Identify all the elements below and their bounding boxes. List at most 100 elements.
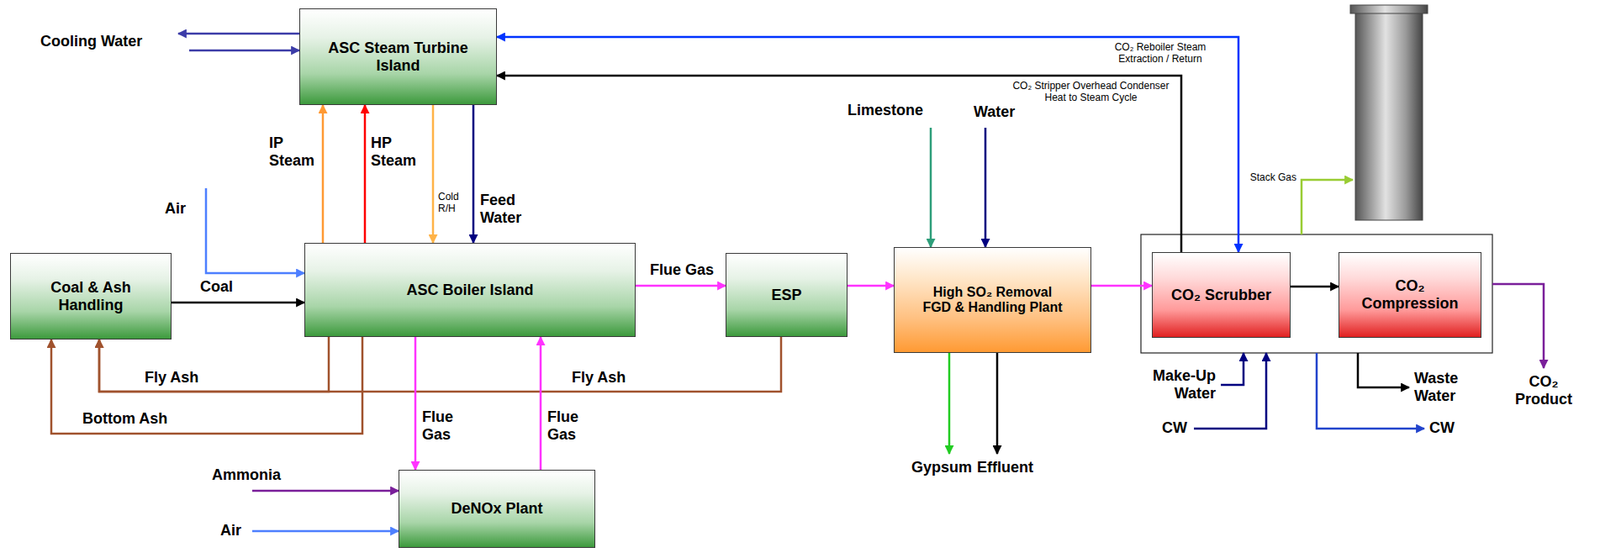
edge-label: CO₂ Reboiler Steam Extraction / Return	[1093, 42, 1228, 66]
flow-arrow	[322, 105, 325, 243]
cooling-water-out	[178, 32, 300, 36]
edge-label: Cold R/H	[438, 191, 469, 216]
label-slot: Ammonia	[211, 466, 296, 485]
label-slot: Limestone	[847, 101, 932, 120]
box-title: CO₂ Compression	[1351, 277, 1469, 312]
flow-arrow	[99, 337, 329, 392]
edge-label: IP Steam	[269, 134, 322, 169]
air-line	[205, 188, 305, 274]
box-title: CO₂ Scrubber	[1171, 286, 1272, 305]
stream-label: Waste Water	[1414, 369, 1474, 405]
co2-product-line	[1492, 284, 1544, 369]
box-title: ASC Steam Turbine Island	[318, 39, 479, 74]
stream-label: CW	[1153, 419, 1188, 438]
cooling-water-in	[189, 49, 300, 53]
flow-arrow	[539, 337, 543, 470]
label-slot: Bottom Ash	[82, 410, 184, 428]
stream-label: Cooling Water	[40, 32, 159, 51]
label-slot: Water	[973, 103, 1033, 122]
label-slot: HP Steam	[370, 134, 423, 169]
stream-label: Gypsum	[889, 459, 972, 477]
box-title: ESP	[770, 286, 802, 305]
flow-arrow	[414, 337, 418, 470]
waste-water-line	[1357, 353, 1410, 388]
edge-label: Fly Ash	[571, 369, 639, 387]
label-slot: Feed Water	[480, 191, 533, 227]
label-slot: Coal	[200, 278, 243, 296]
capture-unit-outline	[1140, 234, 1493, 354]
make-up-water-line	[1220, 353, 1244, 386]
process-box: CO₂ Scrubber	[1151, 252, 1291, 338]
label-slot: Stack Gas	[1232, 172, 1297, 185]
process-box: ESP	[725, 253, 848, 338]
label-slot: Air	[164, 200, 199, 218]
flow-arrow	[432, 105, 435, 243]
label-slot: Air	[220, 522, 249, 540]
stream-label: Make-Up Water	[1136, 367, 1216, 402]
edge-label: HP Steam	[370, 134, 423, 169]
edge-label: Flue Gas	[547, 408, 588, 444]
label-slot: IP Steam	[269, 134, 322, 169]
stack-chimney	[1355, 11, 1423, 221]
label-slot: CW	[1153, 419, 1188, 438]
flow-arrow	[847, 285, 894, 288]
label-slot: CO₂ Product	[1506, 373, 1581, 408]
effluent-line	[996, 353, 999, 455]
ammonia-line	[252, 490, 399, 493]
edge-label: Fly Ash	[144, 369, 212, 387]
stream-label: Air	[164, 200, 199, 218]
edge-label: Flue Gas	[644, 261, 720, 280]
label-slot: Flue Gas	[644, 261, 720, 280]
label-slot: CO₂ Reboiler Steam Extraction / Return	[1093, 42, 1228, 66]
flow-arrow	[51, 337, 363, 434]
stream-label: Ammonia	[211, 466, 296, 485]
stream-label: Stack Gas	[1232, 172, 1297, 185]
label-slot: Cold R/H	[438, 191, 469, 216]
gypsum-line	[948, 353, 951, 455]
stream-label: Limestone	[847, 101, 932, 120]
flow-arrow	[635, 285, 726, 288]
label-slot: Fly Ash	[571, 369, 639, 387]
flow-arrow	[1091, 285, 1152, 288]
stream-label: CO₂ Product	[1506, 373, 1581, 408]
edge-label: Feed Water	[480, 191, 533, 227]
air-line	[252, 530, 399, 534]
edge-label: Coal	[200, 278, 243, 296]
flow-arrow	[171, 301, 305, 305]
flow-arrow	[99, 337, 782, 392]
cw-out-line	[1316, 353, 1425, 429]
water-line	[984, 127, 988, 248]
label-slot: CW	[1429, 419, 1463, 438]
stream-label: CW	[1429, 419, 1463, 438]
edge-label: CO₂ Stripper Overhead Condenser Heat to …	[1004, 80, 1178, 105]
flow-arrow	[496, 75, 1182, 253]
process-box: ASC Boiler Island	[304, 242, 636, 338]
edge-label: Bottom Ash	[82, 410, 184, 428]
box-title: Coal & Ash Handling	[36, 279, 146, 314]
flow-arrow	[364, 105, 367, 243]
label-slot: Waste Water	[1414, 369, 1474, 405]
flow-arrow	[496, 36, 1239, 253]
flow-arrow	[472, 105, 476, 243]
label-slot: Effluent	[976, 459, 1053, 477]
connector-layer	[51, 36, 1339, 470]
label-slot: Fly Ash	[144, 369, 212, 387]
stack-gas-line	[1301, 179, 1353, 235]
stream-label: Effluent	[976, 459, 1053, 477]
stack-rim	[1350, 5, 1428, 14]
label-slot: Gypsum	[889, 459, 972, 477]
label-slot: Flue Gas	[422, 408, 463, 444]
edge-label: Flue Gas	[422, 408, 463, 444]
label-slot: Make-Up Water	[1136, 367, 1216, 402]
label-slot: Flue Gas	[547, 408, 588, 444]
process-box: CO₂ Compression	[1338, 252, 1482, 338]
flow-arrow	[1290, 285, 1339, 289]
limestone-line	[929, 127, 933, 248]
label-slot: Cooling Water	[40, 32, 159, 51]
process-box: High SO₂ Removal FGD & Handling Plant	[893, 247, 1092, 354]
box-title: ASC Boiler Island	[406, 281, 534, 300]
box-title: DeNOx Plant	[450, 500, 543, 518]
process-box: Coal & Ash Handling	[10, 253, 172, 340]
